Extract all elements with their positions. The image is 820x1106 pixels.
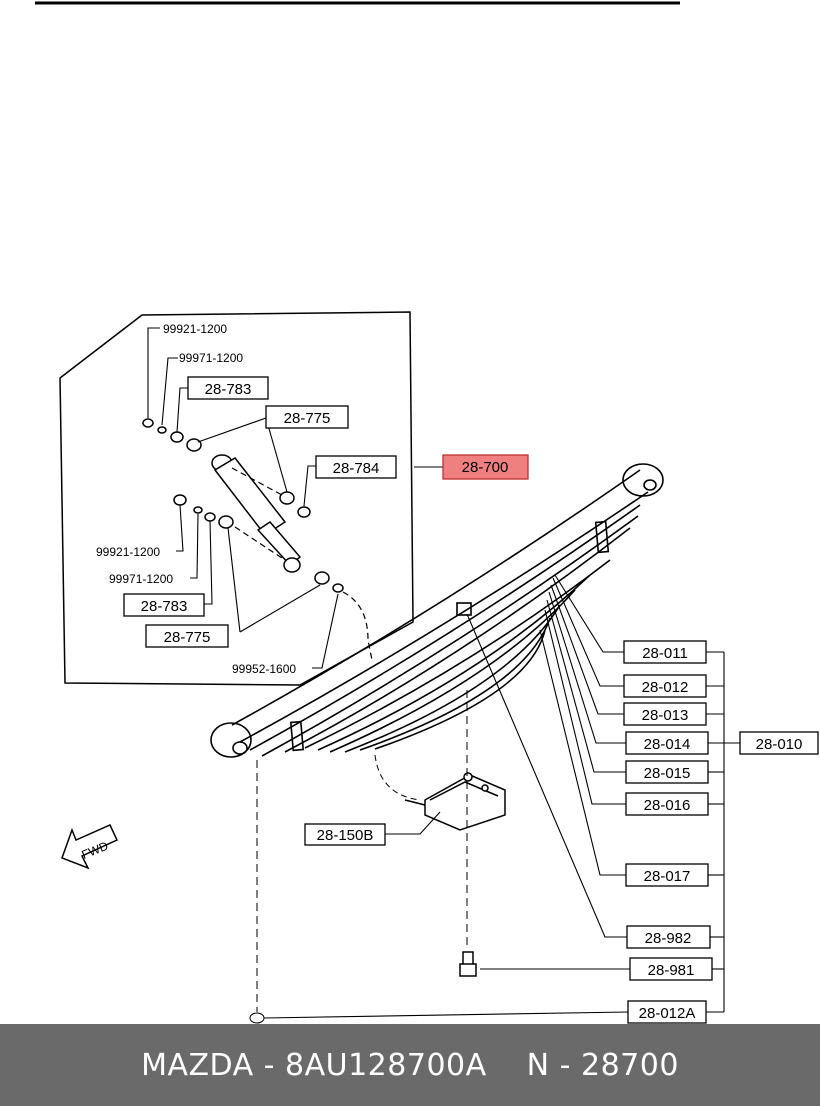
label-box-28-783-top[interactable]: 28-783 (187, 376, 269, 400)
svg-text:28-016: 28-016 (644, 797, 691, 814)
label-99971-1200-bottom[interactable]: 99971-1200 (109, 572, 173, 586)
diagram-number: N - 28700 (526, 1047, 679, 1083)
svg-text:28-013: 28-013 (642, 707, 689, 724)
label-99971-1200-top[interactable]: 99971-1200 (179, 351, 243, 365)
svg-text:28-981: 28-981 (648, 962, 695, 979)
svg-text:28-700: 28-700 (462, 459, 509, 476)
parts-diagram: FWD (35, 1, 819, 1024)
leaf-spring (210, 463, 664, 758)
label-box-28-775-top[interactable]: 28-775 (265, 405, 349, 429)
label-box-28-150B[interactable]: 28-150B (304, 823, 386, 846)
label-box-28-010[interactable]: 28-010 (739, 731, 819, 755)
label-box-28-784[interactable]: 28-784 (315, 455, 397, 479)
spring-seat-bracket (404, 772, 506, 831)
label-box-28-012A[interactable]: 28-012A (627, 1000, 707, 1024)
svg-text:28-014: 28-014 (644, 736, 691, 753)
svg-text:28-775: 28-775 (284, 410, 331, 427)
svg-text:28-010: 28-010 (756, 736, 803, 753)
label-99921-1200-top[interactable]: 99921-1200 (163, 322, 227, 336)
brand-part-number: MAZDA - 8AU128700A (141, 1047, 487, 1083)
inset-frame (59, 311, 414, 686)
label-box-28-775-bottom[interactable]: 28-775 (145, 624, 229, 648)
label-99921-1200-bottom[interactable]: 99921-1200 (96, 545, 160, 559)
label-box-28-014[interactable]: 28-014 (625, 731, 709, 755)
label-99952-1600[interactable]: 99952-1600 (232, 662, 296, 676)
label-box-28-015[interactable]: 28-015 (625, 760, 709, 784)
seat-dash (374, 754, 421, 801)
svg-text:28-012: 28-012 (642, 679, 689, 696)
footer-bar: MAZDA - 8AU128700A N - 28700 (0, 1024, 820, 1106)
highlight-box (442, 454, 529, 480)
svg-text:28-982: 28-982 (645, 930, 692, 947)
bolt-28-981 (459, 951, 477, 977)
label-box-28-017[interactable]: 28-017 (625, 863, 709, 887)
label-box-28-011[interactable]: 28-011 (623, 640, 707, 664)
svg-text:28-017: 28-017 (644, 868, 691, 885)
svg-text:28-012A: 28-012A (639, 1005, 696, 1022)
svg-text:28-784: 28-784 (333, 460, 380, 477)
nut-28-012A (249, 1012, 265, 1024)
label-box-28-700-highlighted[interactable]: 28-700 (442, 454, 529, 480)
shock-absorber (142, 418, 344, 593)
svg-text:28-783: 28-783 (205, 381, 252, 398)
leader-lines (147, 327, 740, 1019)
svg-text:28-783: 28-783 (141, 598, 188, 615)
svg-text:28-011: 28-011 (642, 645, 688, 662)
svg-text:28-015: 28-015 (644, 765, 691, 782)
svg-text:28-775: 28-775 (164, 629, 211, 646)
label-box-28-013[interactable]: 28-013 (623, 702, 707, 726)
shock-dashes (231, 467, 373, 661)
fwd-arrow-icon: FWD (61, 824, 118, 870)
svg-text:28-150B: 28-150B (317, 827, 374, 844)
label-box-28-981[interactable]: 28-981 (629, 957, 713, 981)
label-box-28-982[interactable]: 28-982 (626, 925, 711, 949)
label-box-28-016[interactable]: 28-016 (625, 792, 709, 816)
label-box-28-012[interactable]: 28-012 (623, 674, 707, 698)
label-box-28-783-bottom[interactable]: 28-783 (123, 593, 205, 617)
